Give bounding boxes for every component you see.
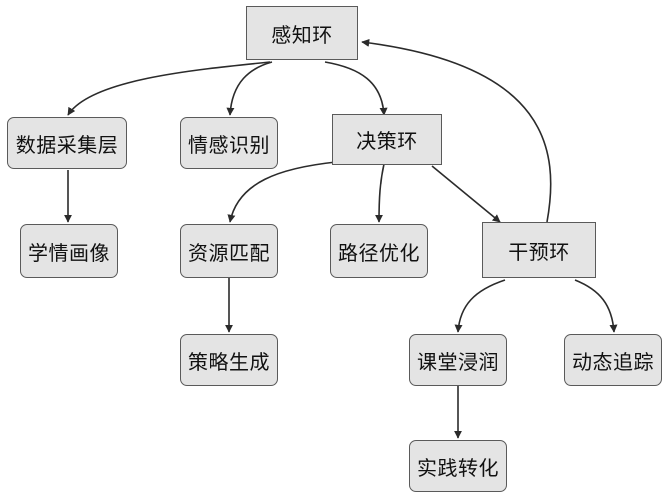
node-strategy-generation: 策略生成	[180, 334, 278, 386]
node-intervention-loop: 干预环	[482, 222, 596, 278]
node-learner-profile: 学情画像	[20, 224, 118, 278]
node-perception-loop: 感知环	[246, 6, 358, 60]
node-data-collection-layer: 数据采集层	[7, 117, 127, 169]
edge-decision-to-resource-matching	[227, 161, 337, 223]
edge-perception-to-emotion-recognition	[226, 61, 273, 116]
edge-decision-to-intervention	[431, 165, 501, 223]
edge-decision-to-path-optimization	[375, 163, 385, 223]
node-emotion-recognition: 情感识别	[180, 117, 278, 169]
edge-perception-to-data-collection	[67, 61, 271, 116]
node-decision-loop: 决策环	[332, 114, 442, 165]
node-classroom-immersion: 课堂浸润	[409, 334, 507, 386]
node-practice-transformation: 实践转化	[409, 440, 507, 492]
edge-intervention-to-classroom-immersion	[454, 279, 506, 333]
edge-intervention-to-dynamic-tracking	[574, 279, 618, 333]
node-resource-matching: 资源匹配	[180, 224, 278, 278]
node-dynamic-tracking: 动态追踪	[564, 334, 662, 386]
edge-perception-to-decision	[324, 61, 388, 116]
edge-intervention-back-to-perception	[361, 38, 552, 223]
node-path-optimization: 路径优化	[330, 224, 428, 278]
